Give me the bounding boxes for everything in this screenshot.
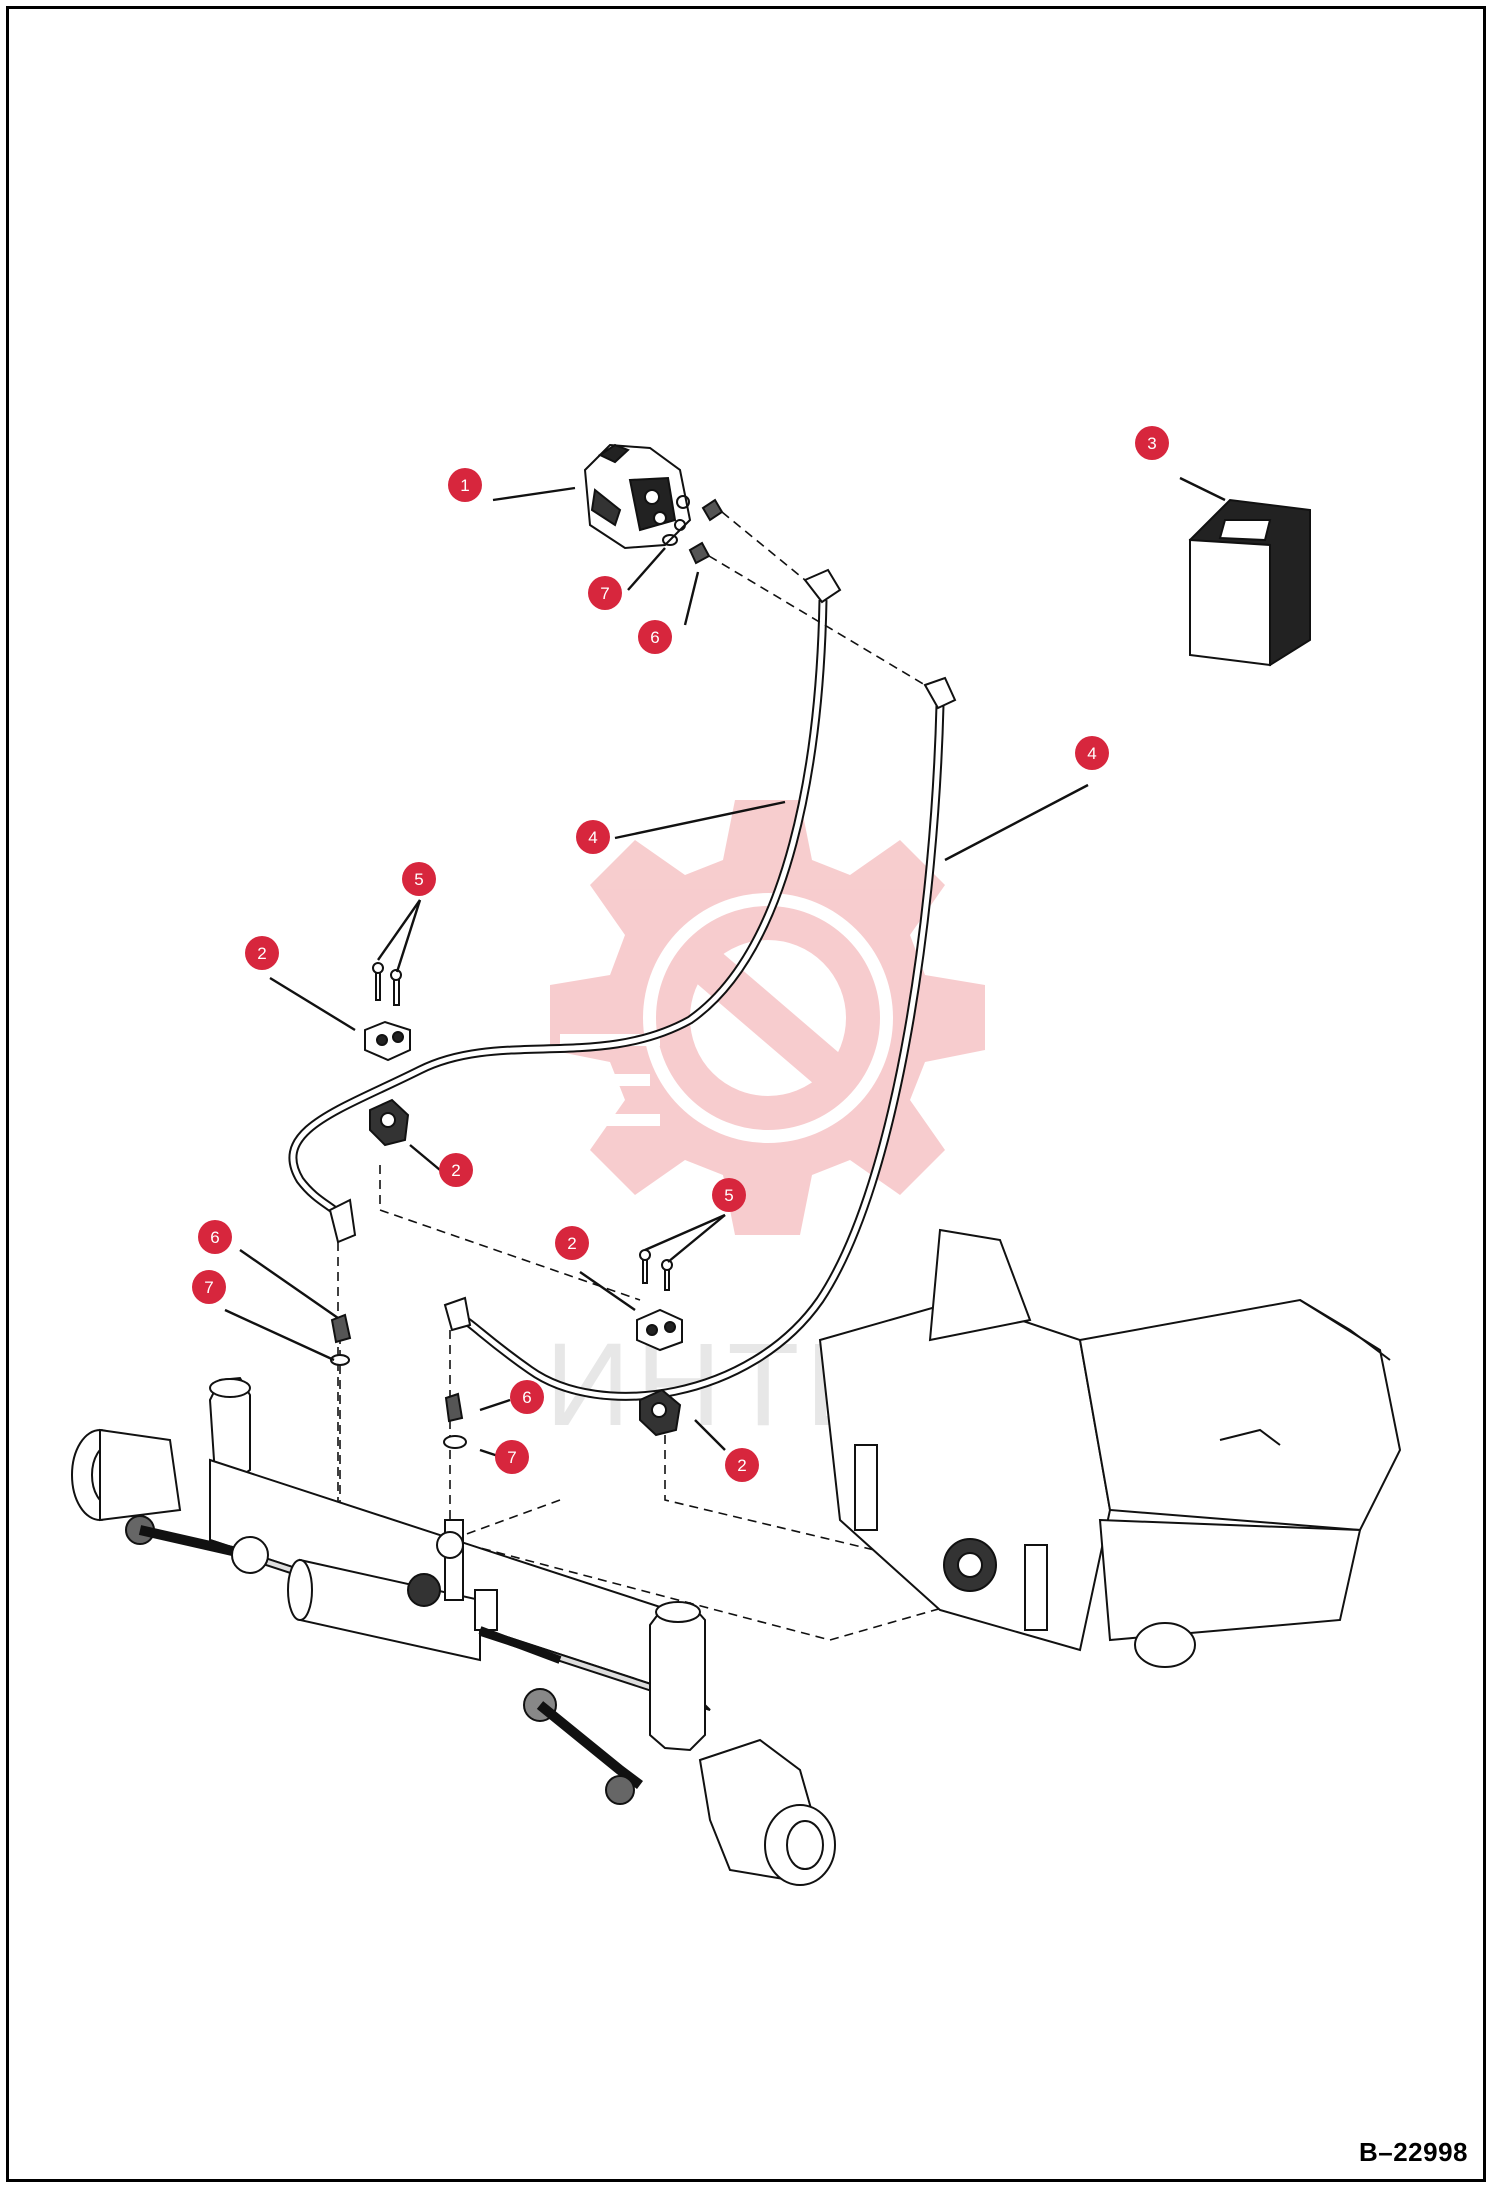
callout-3-label: 3	[1147, 434, 1156, 453]
callout-6-lower: 6	[510, 1380, 544, 1414]
callout-2-upper-left: 2	[245, 936, 279, 970]
callout-4-right: 4	[1075, 736, 1109, 770]
leader-lines	[224, 476, 1226, 1462]
cylinder-fittings	[330, 1313, 467, 1449]
callout-7-upper: 7	[588, 576, 622, 610]
callout-1: 1	[448, 468, 482, 502]
callout-5-left: 5	[402, 862, 436, 896]
callout-4-right-label: 4	[1087, 744, 1096, 763]
valve-fittings	[662, 498, 724, 565]
callout-5-left-label: 5	[414, 870, 423, 889]
callout-6-left-label: 6	[210, 1228, 219, 1247]
callout-6-upper: 6	[638, 620, 672, 654]
callout-5-right: 5	[712, 1178, 746, 1212]
clamp-upper-left	[364, 1020, 411, 1062]
callout-2-upper-right-label: 2	[567, 1234, 576, 1253]
hose-b	[443, 676, 957, 1401]
callout-2-upper-left-label: 2	[257, 944, 266, 963]
callout-2-lower-right: 2	[725, 1448, 759, 1482]
callout-7-lower-label: 7	[507, 1448, 516, 1467]
steer-axle	[208, 1376, 711, 1805]
callout-2-lower-left: 2	[439, 1153, 473, 1187]
callout-7-upper-label: 7	[600, 584, 609, 603]
filter-box	[1188, 498, 1311, 667]
callout-4-left: 4	[576, 820, 610, 854]
chassis-frame	[818, 1228, 1402, 1668]
callout-2-lower-left-label: 2	[451, 1161, 460, 1180]
callout-1-label: 1	[460, 476, 469, 495]
right-wheel-hub	[698, 1738, 836, 1886]
callout-2-lower-right-label: 2	[737, 1456, 746, 1475]
clamp-lower-left	[369, 1098, 410, 1147]
bolts-left	[372, 962, 402, 1006]
callout-6-left: 6	[198, 1220, 232, 1254]
bolts-right	[639, 1249, 673, 1291]
callout-2-upper-right: 2	[555, 1226, 589, 1260]
callout-6-lower-label: 6	[522, 1388, 531, 1407]
callout-6-upper-label: 6	[650, 628, 659, 647]
watermark-gear-logo	[550, 800, 985, 1235]
callout-3: 3	[1135, 426, 1169, 460]
left-wheel-hub	[71, 1428, 269, 1574]
callout-7-left: 7	[192, 1270, 226, 1304]
clamp-lower-right	[639, 1388, 682, 1437]
hose-a	[288, 568, 842, 1244]
callout-4-left-label: 4	[588, 828, 597, 847]
callout-7-left-label: 7	[204, 1278, 213, 1297]
drawing-number: B–22998	[1358, 2137, 1468, 2167]
clamp-upper-right	[636, 1308, 683, 1352]
callout-5-right-label: 5	[724, 1186, 733, 1205]
callout-7-lower: 7	[495, 1440, 529, 1474]
steering-valve	[583, 443, 692, 550]
